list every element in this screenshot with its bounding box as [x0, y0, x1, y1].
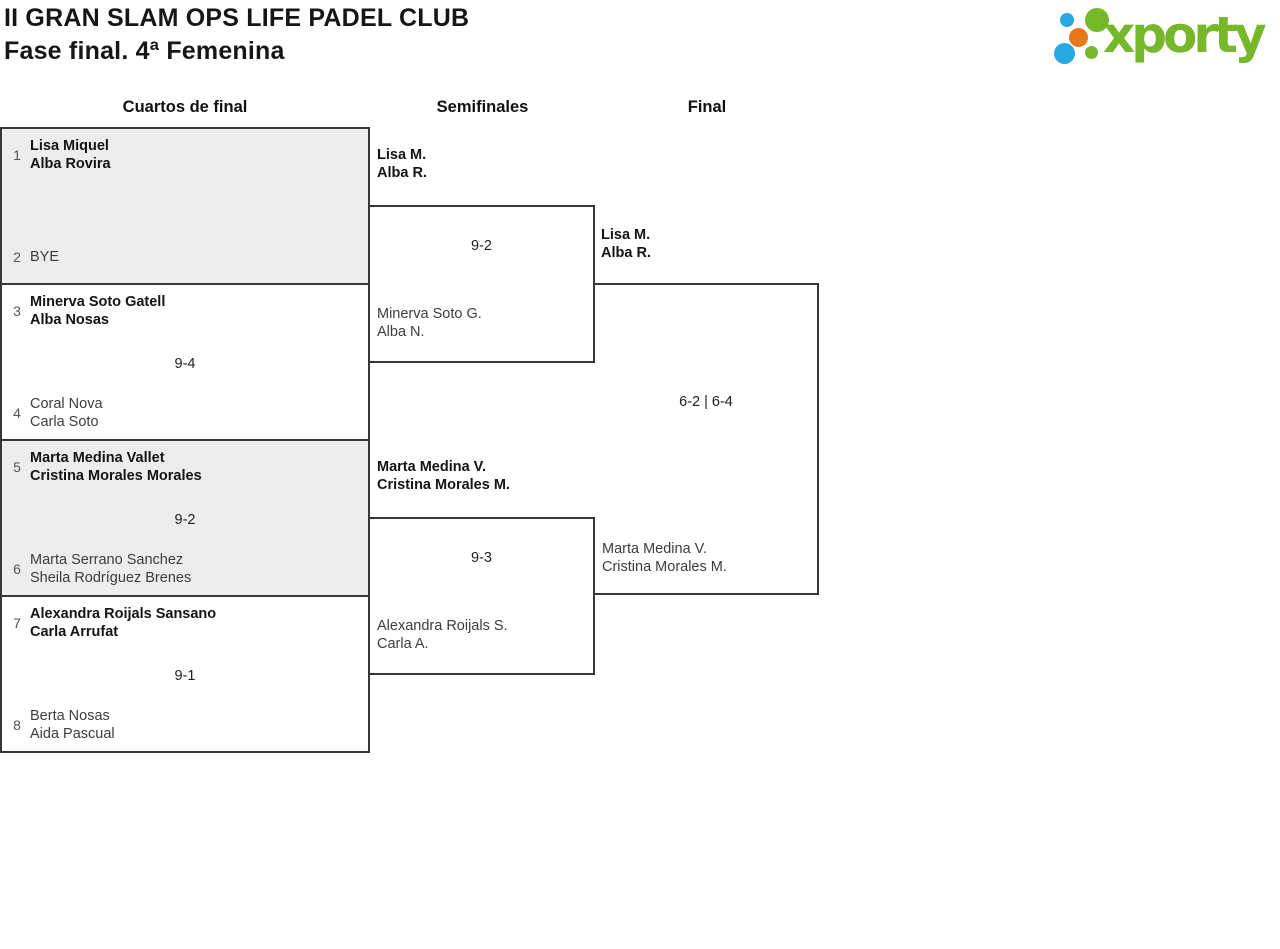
match-semifinal-1[interactable]: 9-2 Minerva Soto G. Alba N. — [370, 205, 595, 363]
match-quarterfinal-1[interactable]: 1 Lisa Miquel Alba Rovira 2 BYE — [0, 127, 370, 285]
team-name: Minerva Soto Gatell Alba Nosas — [30, 294, 166, 328]
seed-number: 4 — [13, 405, 21, 421]
round-header-semifinals: Semifinales — [436, 98, 529, 116]
match-score: 9-1 — [174, 668, 196, 684]
seed-number: 2 — [13, 249, 21, 265]
round-header-final: Final — [687, 98, 727, 116]
winner-name: Marta Medina V. Cristina Morales M. — [377, 459, 510, 493]
team-name: Alexandra Roijals Sansano Carla Arrufat — [30, 606, 217, 640]
seed-number: 8 — [13, 717, 21, 733]
seed-number: 3 — [13, 303, 21, 319]
brand-wordmark: xporty — [1103, 6, 1267, 64]
match-quarterfinal-4[interactable]: 7 Alexandra Roijals Sansano Carla Arrufa… — [0, 595, 370, 753]
round-header-quarterfinals: Cuartos de final — [122, 98, 248, 116]
seed-number: 6 — [13, 561, 21, 577]
match-score: 9-3 — [471, 550, 492, 566]
loser-name: Minerva Soto G. Alba N. — [377, 306, 482, 340]
logo-dot-green-large-icon — [1085, 8, 1109, 32]
match-quarterfinal-3[interactable]: 5 Marta Medina Vallet Cristina Morales M… — [0, 439, 370, 597]
loser-name: Marta Medina V. Cristina Morales M. — [602, 541, 727, 575]
match-score: 9-2 — [174, 512, 196, 528]
winner-name: Lisa M. Alba R. — [377, 147, 427, 181]
team-name: BYE — [30, 249, 60, 265]
loser-name: Alexandra Roijals S. Carla A. — [377, 618, 508, 652]
logo-dot-blue-small-icon — [1060, 13, 1074, 27]
match-semifinal-2[interactable]: 9-3 Alexandra Roijals S. Carla A. — [370, 517, 595, 675]
match-score: 9-2 — [471, 238, 492, 254]
page-title: II GRAN SLAM OPS LIFE PADEL CLUB — [4, 4, 470, 32]
seed-number: 1 — [13, 147, 21, 163]
page-subtitle: Fase final. 4ª Femenina — [4, 37, 285, 65]
team-name: Marta Serrano Sanchez Sheila Rodríguez B… — [30, 552, 192, 586]
seed-number: 7 — [13, 615, 21, 631]
team-name: Coral Nova Carla Soto — [30, 396, 103, 430]
logo-dot-green-small-icon — [1085, 46, 1098, 59]
match-quarterfinal-2[interactable]: 3 Minerva Soto Gatell Alba Nosas 9-4 4 C… — [0, 283, 370, 441]
logo-dot-orange-icon — [1069, 28, 1088, 47]
match-score: 6-2 | 6-4 — [679, 394, 733, 410]
match-final[interactable]: 6-2 | 6-4 Marta Medina V. Cristina Moral… — [595, 283, 819, 595]
team-name: Marta Medina Vallet Cristina Morales Mor… — [30, 450, 202, 484]
team-name: Lisa Miquel Alba Rovira — [30, 138, 111, 172]
team-name: Berta Nosas Aida Pascual — [30, 708, 115, 742]
logo-dot-blue-large-icon — [1054, 43, 1075, 64]
seed-number: 5 — [13, 459, 21, 475]
winner-name: Lisa M. Alba R. — [601, 227, 651, 261]
match-score: 9-4 — [174, 356, 196, 372]
